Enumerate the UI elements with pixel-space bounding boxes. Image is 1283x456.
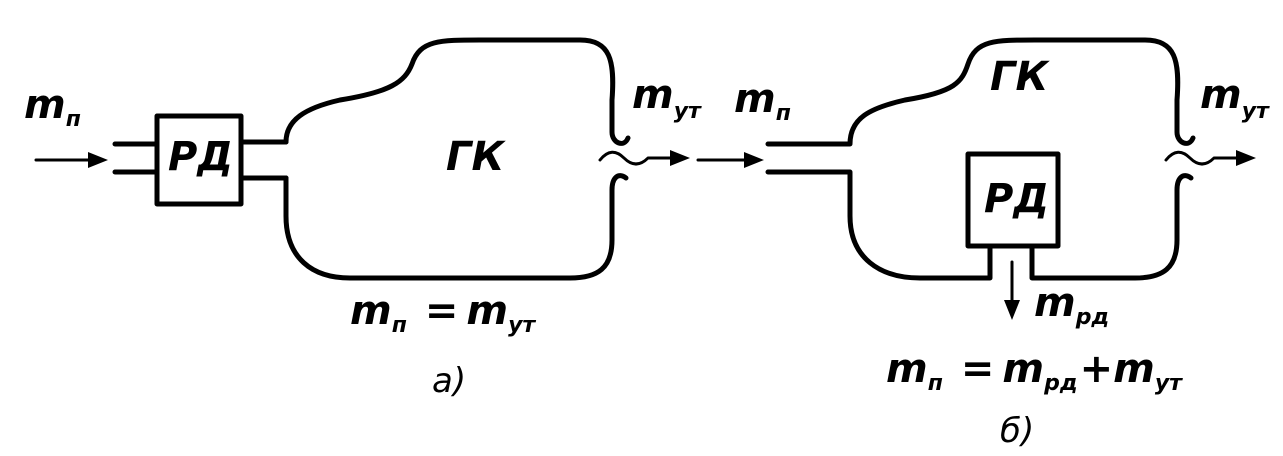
regulator-box-b <box>965 151 1061 249</box>
connection-pipe-a <box>238 139 289 181</box>
chamber-outline-b <box>765 37 1196 281</box>
caption-b: б) <box>1000 411 1034 451</box>
inlet-pipe-a <box>112 141 160 175</box>
outflow-label-b: mут <box>1200 72 1270 124</box>
panel-a <box>34 37 690 281</box>
regulator-flow-arrow-b <box>1004 260 1020 320</box>
chamber-label-b: ГК <box>990 54 1050 100</box>
chamber-label-a: ГК <box>446 134 506 180</box>
chamber-outline-a <box>283 37 631 281</box>
caption-a: а) <box>432 361 466 401</box>
leak-arrow-b <box>1164 150 1256 166</box>
inflow-arrow-a <box>34 152 108 168</box>
regulator-label-a: РД <box>168 134 233 180</box>
inflow-label-b: mп <box>734 76 791 126</box>
regulator-label-b: РД <box>984 176 1049 222</box>
inflow-label-a: mп <box>24 82 81 132</box>
inflow-arrow-b <box>696 152 764 168</box>
outflow-label-a: mут <box>632 72 702 124</box>
regulator-flow-label-b: mрд <box>1034 280 1109 330</box>
regulator-box-a <box>154 113 244 207</box>
panel-b <box>696 37 1256 320</box>
equation-a: mп=mут <box>350 288 536 338</box>
equation-b: mп=mрд+mут <box>886 346 1183 396</box>
leak-arrow-a <box>598 150 690 166</box>
